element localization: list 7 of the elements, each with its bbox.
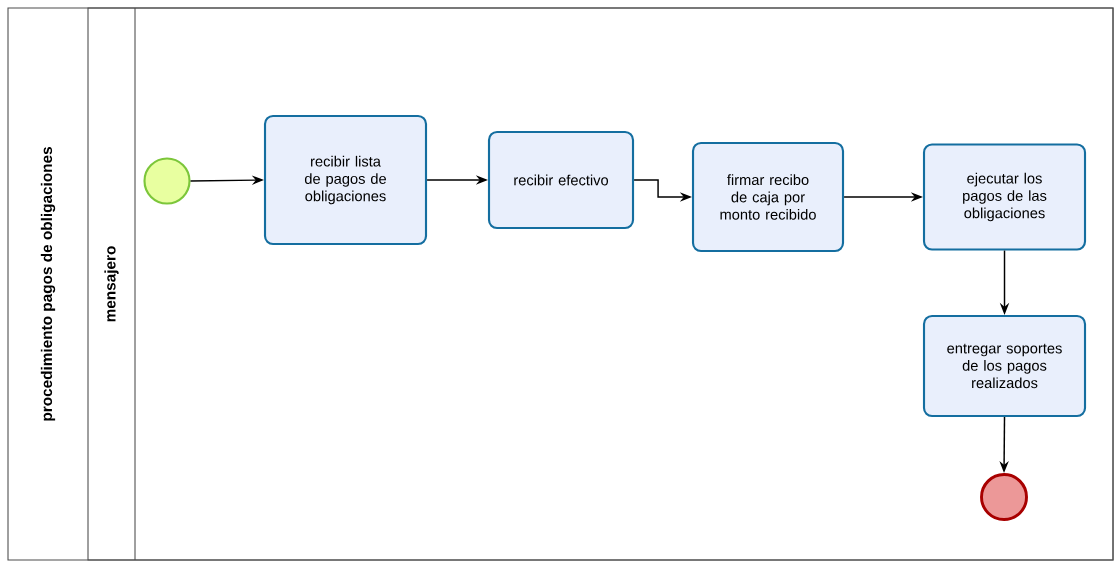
start-event-circle	[143, 157, 191, 205]
task-box: firmar recibo de caja por monto recibido	[691, 141, 845, 253]
task-box: ejecutar los pagos de las obligaciones	[922, 143, 1087, 251]
task-box: recibir efectivo	[487, 130, 635, 230]
task-box: entregar soportes de los pagos realizados	[922, 314, 1087, 418]
task-box: recibir lista de pagos de obligaciones	[263, 114, 428, 246]
end-event-circle	[980, 473, 1028, 521]
